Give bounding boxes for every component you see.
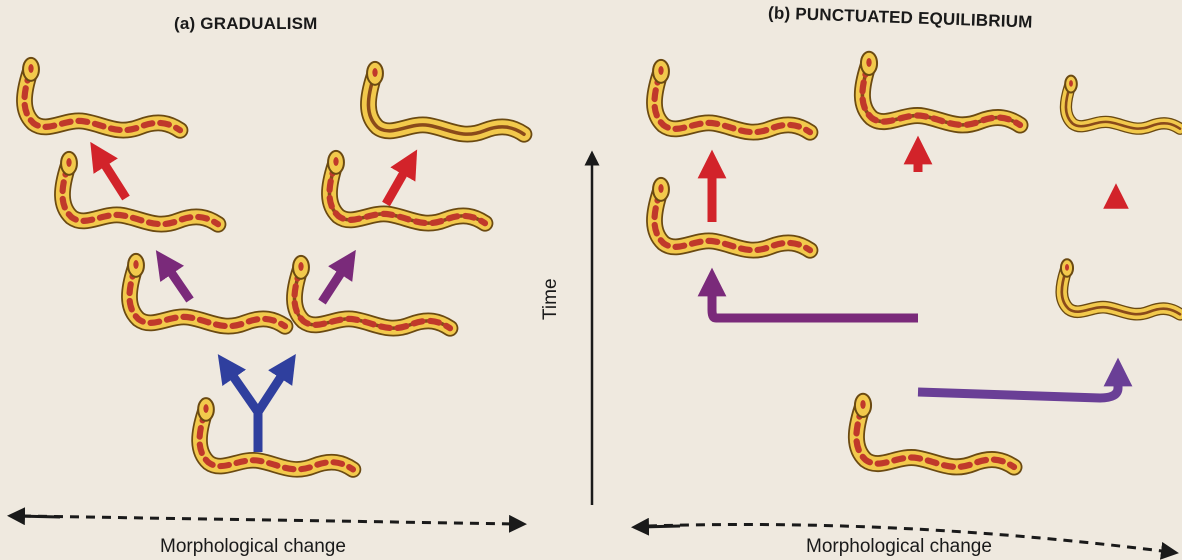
snake-icon bbox=[861, 52, 1020, 125]
arrow-up-icon bbox=[712, 282, 918, 318]
snake-icon bbox=[855, 394, 1014, 467]
arrow-up-icon bbox=[918, 372, 1118, 398]
snake-group bbox=[23, 52, 1180, 470]
dashed-double-arrow-icon bbox=[22, 516, 518, 524]
snake-icon bbox=[1061, 259, 1180, 314]
arrowhead-left bbox=[16, 516, 60, 517]
snake-icon bbox=[128, 254, 285, 326]
arrow-up-icon bbox=[98, 154, 126, 198]
snake-icon bbox=[653, 60, 810, 132]
arrowhead-left bbox=[640, 526, 680, 527]
snake-icon bbox=[23, 58, 180, 130]
arrow-up-icon bbox=[226, 366, 258, 412]
arrow-up-icon bbox=[258, 366, 288, 412]
dashed-double-arrow-icon bbox=[648, 524, 1170, 552]
snake-icon bbox=[1065, 76, 1180, 129]
arrow-group bbox=[98, 150, 1118, 452]
arrow-up-icon bbox=[164, 262, 190, 300]
arrow-up-icon bbox=[386, 162, 410, 204]
arrow-up-icon bbox=[322, 262, 348, 302]
snake-icon bbox=[61, 152, 218, 224]
snake-icon bbox=[367, 62, 524, 134]
snake-icon bbox=[198, 398, 353, 469]
snake-icon bbox=[293, 256, 450, 328]
snake-icon bbox=[653, 178, 810, 250]
